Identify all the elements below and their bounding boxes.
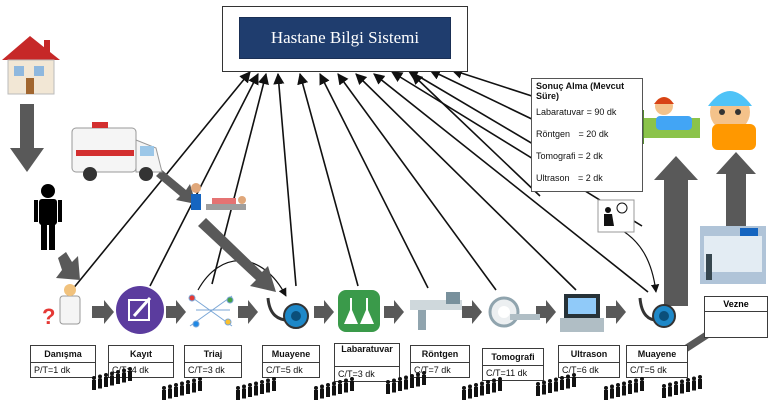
station-name: Ultrason	[559, 346, 619, 363]
station-metric: C/T=5 dk	[266, 365, 303, 375]
station-box-lab: Labaratuvar C/T=3 dk	[334, 343, 400, 382]
station-name: Tomografi	[483, 349, 543, 366]
station-box-muayene: Muayene C/T=5 dk	[262, 345, 320, 378]
result-times-heading: Sonuç Alma (Mevcut Süre)	[536, 81, 625, 101]
result-row-ultrasound: Ultrason = 2 dk	[536, 173, 603, 183]
station-name: Kayıt	[109, 346, 173, 363]
result-value: = 2 dk	[578, 151, 603, 161]
station-name: Röntgen	[411, 346, 469, 363]
station-box-muayene-final: Muayene C/T=5 dk	[626, 345, 688, 378]
station-name: Triaj	[185, 346, 241, 363]
station-name: Muayene	[627, 346, 687, 363]
result-value: = 2 dk	[578, 173, 603, 183]
station-name: Labaratuvar	[335, 344, 399, 367]
station-box-kayit: Kayıt C/T=4 dk	[108, 345, 174, 378]
station-metric: C/T=4 dk	[112, 365, 149, 375]
result-value: = 20 dk	[578, 129, 609, 139]
result-name: Tomografi	[536, 151, 576, 161]
station-name: Vezne	[705, 297, 767, 312]
result-name: Labaratuvar	[536, 107, 585, 117]
station-name: Danışma	[31, 346, 95, 363]
station-box-ultrason: Ultrason C/T=6 dk	[558, 345, 620, 378]
information-system-title: Hastane Bilgi Sistemi	[239, 17, 451, 59]
station-box-danisma: Danışma P/T=1 dk	[30, 345, 96, 378]
station-metric: C/T=11 dk	[486, 368, 528, 378]
station-name: Muayene	[263, 346, 319, 363]
station-metric: C/T=7 dk	[414, 365, 451, 375]
station-metric: C/T=3 dk	[188, 365, 225, 375]
result-value: = 90 dk	[586, 107, 617, 117]
station-metric: C/T=3 dk	[338, 369, 375, 379]
information-system-box: Hastane Bilgi Sistemi	[222, 6, 468, 72]
result-times-box: Sonuç Alma (Mevcut Süre) Labaratuvar = 9…	[531, 78, 643, 192]
result-row-xray: Röntgen = 20 dk	[536, 129, 608, 139]
station-box-tomografi: Tomografi C/T=11 dk	[482, 348, 544, 381]
material-flow-arrows	[10, 104, 756, 358]
station-metric: C/T=6 dk	[562, 365, 599, 375]
station-box-vezne: Vezne	[704, 296, 768, 338]
station-metric: C/T=5 dk	[630, 365, 667, 375]
result-name: Ultrason	[536, 173, 570, 183]
station-metric: P/T=1 dk	[34, 365, 71, 375]
result-row-ct: Tomografi = 2 dk	[536, 151, 603, 161]
station-box-rontgen: Röntgen C/T=7 dk	[410, 345, 470, 378]
result-name: Röntgen	[536, 129, 571, 139]
result-row-lab: Labaratuvar = 90 dk	[536, 107, 616, 117]
station-box-triaj: Triaj C/T=3 dk	[184, 345, 242, 378]
